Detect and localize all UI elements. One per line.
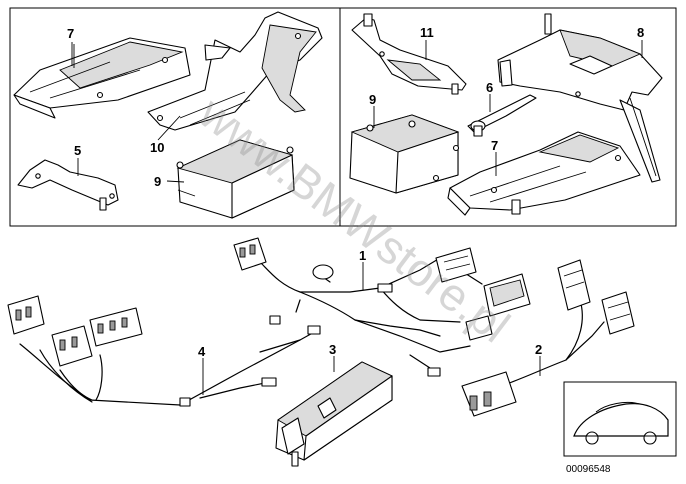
car-thumbnail — [563, 381, 677, 457]
callout-3: 3 — [329, 342, 336, 357]
wiring-harness-4 — [7, 295, 321, 407]
bracket-11 — [351, 13, 467, 95]
callout-2: 2 — [535, 342, 542, 357]
wiring-harness-1 — [233, 237, 531, 377]
bracket-7-left — [13, 37, 191, 119]
callout-9-right: 9 — [369, 92, 376, 107]
callout-11: 11 — [420, 25, 434, 40]
callout-6: 6 — [486, 80, 493, 95]
callout-4: 4 — [198, 344, 206, 359]
module-9-left — [176, 139, 295, 219]
connector-4c — [89, 307, 143, 347]
control-unit-3 — [275, 361, 393, 467]
callout-8: 8 — [637, 25, 644, 40]
diagram-code: 00096548 — [566, 464, 611, 475]
connector-1b — [312, 264, 334, 280]
bracket-8 — [497, 13, 663, 183]
callout-7-right: 7 — [491, 138, 498, 153]
callout-leaders — [71, 40, 643, 395]
callout-5: 5 — [74, 143, 81, 158]
callout-7-left: 7 — [67, 26, 74, 41]
bracket-7-right — [447, 131, 641, 216]
upper-right-frame — [339, 7, 677, 227]
connector-1e — [465, 315, 493, 341]
callout-10: 10 — [150, 140, 164, 155]
wiring-harness-2 — [461, 259, 635, 417]
callout-1: 1 — [359, 248, 366, 263]
stud-6 — [467, 94, 537, 137]
bracket-10 — [147, 11, 323, 131]
bracket-5 — [17, 159, 119, 211]
module-9-right — [349, 114, 460, 194]
callout-9-left: 9 — [154, 174, 161, 189]
connector-2c — [601, 291, 635, 335]
